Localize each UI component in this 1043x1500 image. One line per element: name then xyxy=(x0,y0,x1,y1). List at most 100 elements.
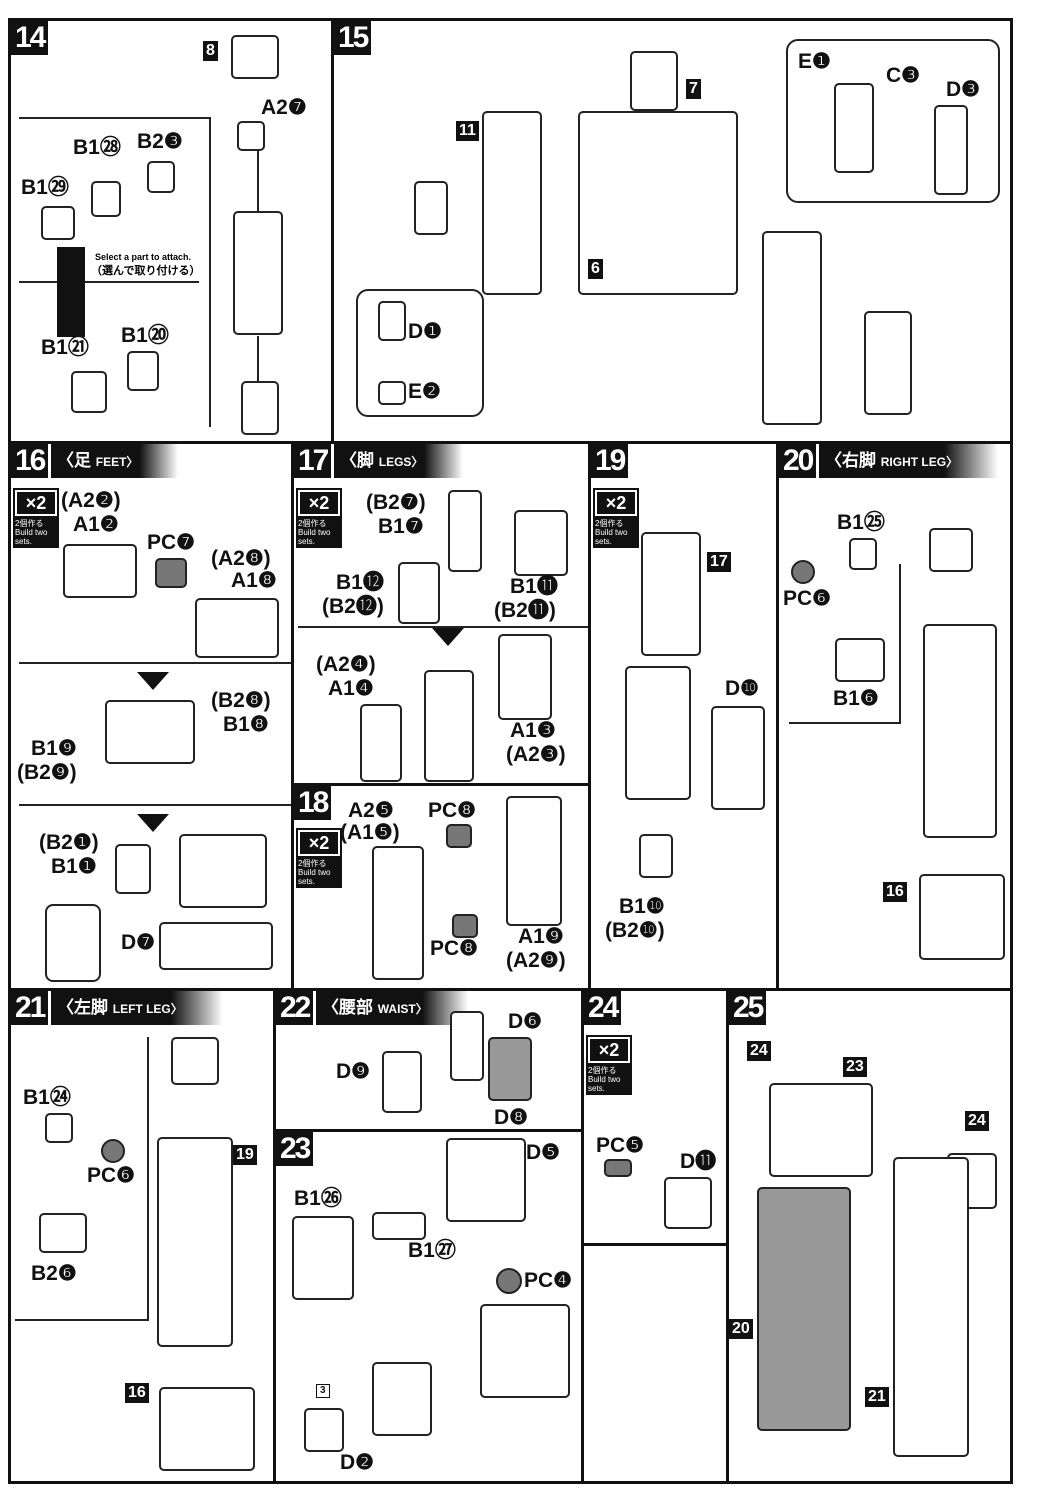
part-label: D❼ xyxy=(121,931,155,954)
divider xyxy=(789,722,901,724)
x2: ×2 xyxy=(595,490,637,516)
part xyxy=(372,1362,432,1436)
part xyxy=(919,874,1005,960)
part-label: D❷ xyxy=(340,1451,374,1474)
part xyxy=(625,666,691,800)
part xyxy=(506,796,562,926)
part-label: (B2❾) xyxy=(17,761,77,784)
part xyxy=(934,105,968,195)
x2-jp: 2個作る xyxy=(298,519,327,528)
part-label: (B2⓫) xyxy=(494,599,556,622)
part xyxy=(835,638,885,682)
part xyxy=(769,1083,873,1177)
part xyxy=(923,624,997,838)
x2: ×2 xyxy=(298,830,340,856)
part-label: PC❻ xyxy=(783,587,831,610)
part xyxy=(791,560,815,584)
step-21-panel: 21 〈左脚 LEFT LEG〉 B1㉔ PC❻ B2❻ 19 16 xyxy=(8,988,276,1484)
part xyxy=(127,351,159,391)
part xyxy=(424,670,474,782)
part-label: B2❸ xyxy=(137,130,183,153)
part xyxy=(241,381,279,435)
part-label: (B2⓬) xyxy=(322,595,384,618)
arrow xyxy=(257,336,259,381)
x2-en: Build two sets. xyxy=(595,528,628,546)
divider xyxy=(209,117,211,427)
select-part-icon xyxy=(57,247,85,337)
part-label: B2❻ xyxy=(31,1262,77,1285)
ref-step: 16 xyxy=(125,1383,149,1403)
step-23-panel: 23 D❺ B1㉖ B1㉗ PC❹ 3 D❷ xyxy=(273,1129,584,1484)
part xyxy=(147,161,175,193)
divider xyxy=(147,1037,149,1321)
part xyxy=(378,381,406,405)
step-number: 25 xyxy=(729,991,767,1025)
step-15-panel: 15 11 7 6 E❶ C❸ D❸ D❶ E❷ xyxy=(331,18,1013,444)
part xyxy=(159,922,273,970)
step-number: 24 xyxy=(584,991,622,1025)
part-label: D⓫ xyxy=(680,1150,717,1173)
ref-step: 16 xyxy=(883,882,907,902)
part xyxy=(179,834,267,908)
part xyxy=(849,538,877,570)
part xyxy=(195,598,279,658)
x2-jp: 2個作る xyxy=(588,1066,617,1075)
title-jp: 〈足 xyxy=(57,451,91,470)
part-label: B1❿ xyxy=(619,895,665,918)
part-label: B1❽ xyxy=(223,713,269,736)
step-number: 21 xyxy=(11,991,49,1025)
part xyxy=(639,834,673,878)
part xyxy=(41,206,75,240)
step-ref-box: 3 xyxy=(316,1384,330,1398)
x2-jp: 2個作る xyxy=(595,519,624,528)
step-title: 〈右脚 RIGHT LEG〉 xyxy=(819,444,999,478)
part-label: C❸ xyxy=(886,64,920,87)
part xyxy=(292,1216,354,1300)
divider xyxy=(298,626,588,628)
x2-en: Build two sets. xyxy=(298,868,331,886)
title-jp: 〈脚 xyxy=(340,451,374,470)
divider xyxy=(899,564,901,724)
part-label: B1㉘ xyxy=(73,136,121,159)
part-label: B1㉑ xyxy=(41,336,89,359)
part-label: A1❷ xyxy=(73,513,119,536)
down-arrow-icon xyxy=(432,628,464,646)
part xyxy=(864,311,912,415)
part xyxy=(115,844,151,894)
step-number: 20 xyxy=(779,444,817,478)
x2: ×2 xyxy=(298,490,340,516)
part xyxy=(450,1011,484,1081)
part-label: A1❸ xyxy=(510,719,556,742)
down-arrow-icon xyxy=(137,672,169,690)
part xyxy=(372,1212,426,1240)
part-label: (A2❹) xyxy=(316,653,376,676)
title-en: RIGHT LEG〉 xyxy=(880,455,959,469)
part-label: B1❼ xyxy=(378,515,424,538)
part-label: (A2❷) xyxy=(61,489,121,512)
part xyxy=(39,1213,87,1253)
part xyxy=(45,1113,73,1143)
part-label: D❺ xyxy=(526,1141,560,1164)
title-en: FEET〉 xyxy=(95,455,139,469)
step-title: 〈左脚 LEFT LEG〉 xyxy=(51,991,223,1025)
x2-jp: 2個作る xyxy=(15,519,44,528)
part-label: (B2❿) xyxy=(605,919,665,942)
x2: ×2 xyxy=(588,1037,630,1063)
ref-step: 20 xyxy=(729,1319,753,1339)
callout-box xyxy=(45,904,101,982)
divider xyxy=(19,117,209,119)
part xyxy=(171,1037,219,1085)
part-label: B1⓬ xyxy=(336,571,384,594)
step-number: 14 xyxy=(11,21,49,55)
ref-step: 8 xyxy=(203,41,218,61)
part xyxy=(496,1268,522,1294)
part-label: B1⓫ xyxy=(510,575,558,598)
